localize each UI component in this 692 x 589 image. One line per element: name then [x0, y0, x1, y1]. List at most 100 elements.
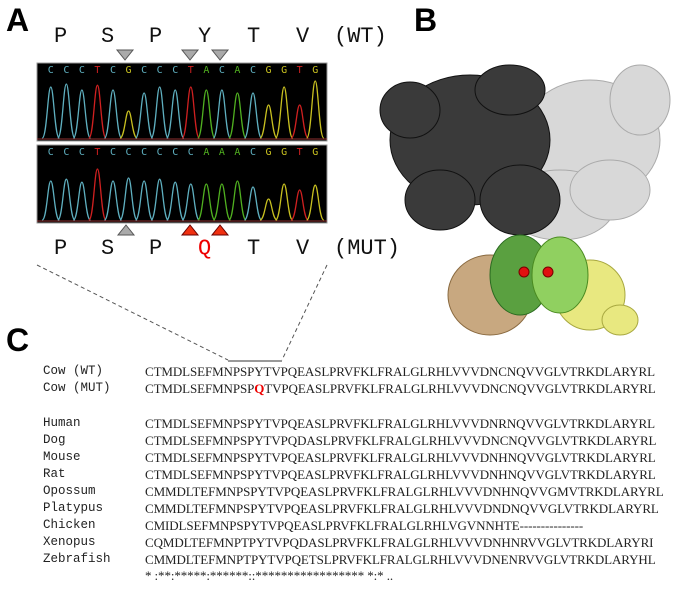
trace-peak	[119, 110, 138, 139]
species-name: Chicken	[43, 518, 96, 532]
base-call: C	[141, 147, 147, 158]
mut-residue-mutant: Q	[198, 236, 212, 261]
wt-residue: V	[296, 24, 310, 49]
trace-peak	[88, 84, 107, 139]
trace-peak	[197, 183, 216, 221]
sequence: CTMDLSEFMNPSPYTVPQEASLPRVFKLFRALGLRHLVVV…	[145, 416, 655, 431]
base-call: C	[126, 147, 132, 158]
trace-peak	[41, 180, 60, 221]
protein-structure	[379, 64, 671, 336]
base-call: T	[94, 147, 100, 158]
base-call: A	[203, 147, 209, 158]
sequence: CTMDLSEFMNPSPYTVPQEASLPRVFKLFRALGLRHLVVV…	[145, 467, 656, 482]
marker-arrow-gray	[116, 224, 136, 236]
base-call: C	[48, 65, 54, 76]
base-call: C	[157, 147, 163, 158]
trace-peak	[228, 92, 247, 139]
trace-peak	[150, 86, 169, 139]
trace-peak	[290, 104, 309, 139]
species-name: Human	[43, 416, 81, 430]
zoom-connector-left	[36, 264, 229, 361]
sequence: CMMDLTEFMNPTPYTVPQETSLPRVFKLFRALGLRHLVVV…	[145, 552, 656, 567]
trace-peak	[72, 89, 92, 139]
trace-peak	[181, 183, 200, 221]
base-call: G	[126, 65, 132, 76]
trace-peak	[119, 177, 138, 221]
trace-peak	[228, 180, 247, 221]
sequence: CMMDLTEFMNPSPYTVPQEASLPRVFKLFRALGLRHLVVV…	[145, 501, 659, 516]
trace-peak	[274, 183, 294, 221]
trace-peak	[274, 86, 294, 139]
base-call: T	[94, 65, 100, 76]
marker-arrow-red	[180, 224, 200, 236]
mut-residue: V	[296, 236, 310, 261]
sequence-part: TVPQEASLPRVFKLFRALGLRHLVVVDNCNQVVGLVTRKD…	[264, 381, 656, 396]
base-call: A	[203, 65, 209, 76]
trace-peak	[103, 180, 123, 221]
base-call: T	[297, 65, 303, 76]
trace-peak	[41, 86, 60, 139]
wt-residue: P	[54, 24, 68, 49]
base-call: C	[79, 147, 85, 158]
trace-peak	[290, 189, 309, 221]
trace-peak	[306, 80, 325, 139]
sequence: CTMDLSEFMNPSPYTVPQEASLPRVFKLFRALGLRHLVVV…	[145, 364, 655, 379]
marker-arrow-gray	[180, 49, 200, 61]
marker-arrow-gray	[210, 49, 230, 61]
base-call: T	[188, 65, 194, 76]
mut-label: (MUT)	[334, 236, 401, 261]
species-name: Cow (MUT)	[43, 381, 111, 395]
base-call: C	[48, 147, 54, 158]
base-call: G	[281, 147, 287, 158]
base-call: C	[250, 65, 256, 76]
base-call: C	[63, 147, 69, 158]
base-call: T	[297, 147, 303, 158]
base-call: G	[312, 65, 318, 76]
base-call: C	[172, 65, 178, 76]
base-call: A	[234, 147, 240, 158]
base-call: C	[157, 65, 163, 76]
trace-peak	[306, 184, 325, 221]
sequence: CMMDLTEFMNPSPYTVPQEASLPRVFKLFRALGLRHLVVV…	[145, 484, 664, 499]
panel-label-a: A	[6, 2, 30, 38]
panel-label-b: B	[414, 2, 438, 38]
marker-arrow-red	[210, 224, 230, 236]
species-name: Cow (WT)	[43, 364, 104, 378]
sequence: CTMDLSEFMNPSPQTVPQEASLPRVFKLFRALGLRHLVVV…	[145, 381, 656, 397]
trace-peak	[243, 186, 263, 221]
sequence: CTMDLSEFMNPSPYTVPQEASLPRVFKLFRALGLRHLVVV…	[145, 450, 656, 465]
trace-peak	[134, 92, 154, 139]
base-call: C	[172, 147, 178, 158]
wt-residue: P	[149, 24, 163, 49]
species-name: Rat	[43, 467, 66, 481]
trace-peak	[259, 198, 278, 221]
base-call: C	[188, 147, 194, 158]
trace-peak	[181, 86, 200, 139]
trace-peak	[103, 89, 123, 139]
mutation-site-sphere	[542, 266, 554, 278]
base-call: G	[266, 147, 272, 158]
trace-peak	[243, 92, 263, 139]
trace-peak	[259, 104, 278, 139]
sequence: CQMDLTEFMNPTPYTVPQDASLPRVFKLFRALGLRHLVVV…	[145, 535, 654, 550]
mutation-site-sphere	[518, 266, 530, 278]
mut-residue: S	[101, 236, 115, 261]
base-call: C	[219, 65, 225, 76]
trace-peak	[57, 178, 76, 221]
wt-residue: S	[101, 24, 115, 49]
base-call: A	[234, 65, 240, 76]
trace-peak	[166, 181, 185, 221]
trace-peak	[197, 89, 216, 139]
marker-arrow-gray	[115, 49, 135, 61]
base-call: G	[312, 147, 318, 158]
species-name: Dog	[43, 433, 66, 447]
wt-label: (WT)	[334, 24, 387, 49]
sequence: CTMDLSEFMNPSPYTVPQDASLPRVFKLFRALGLRHLVVV…	[145, 433, 657, 448]
base-call: C	[63, 65, 69, 76]
trace-peak	[166, 89, 185, 139]
consensus-line: * :**:*****:******::***************** *:…	[145, 568, 394, 583]
species-name: Xenopus	[43, 535, 96, 549]
